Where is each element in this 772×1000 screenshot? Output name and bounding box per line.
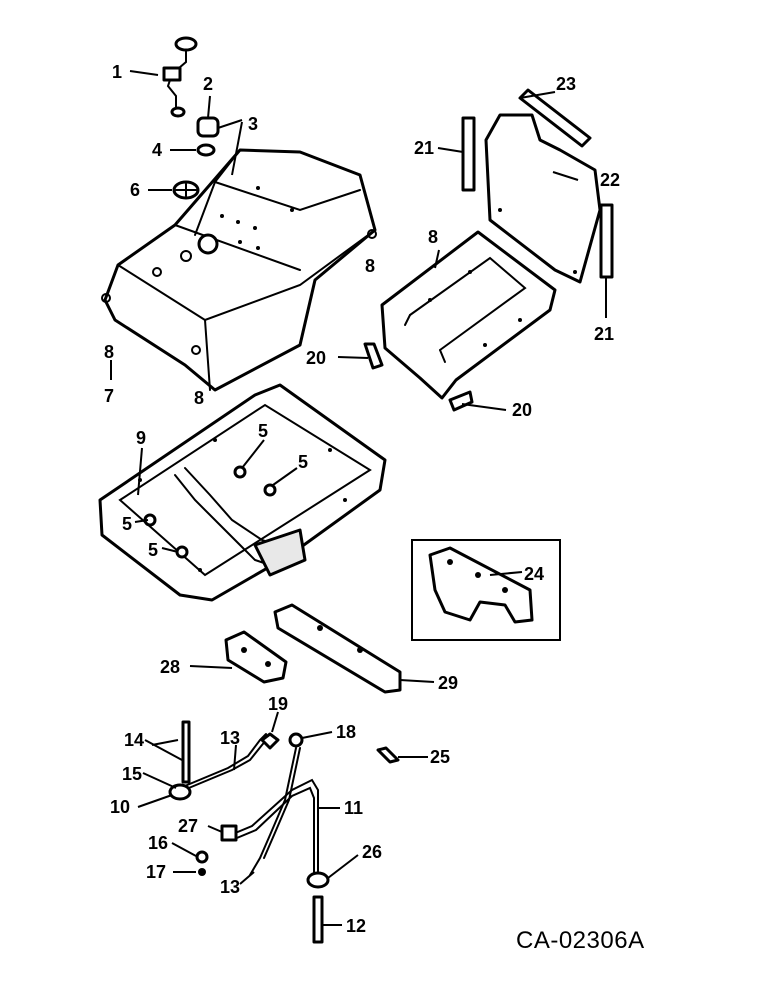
callout-5d: 5 [148,540,158,560]
callout-13b: 13 [220,877,240,897]
callout-15: 15 [122,764,142,784]
reference-code: CA-02306A [516,927,645,954]
inset-box [411,539,561,641]
callout-26: 26 [362,842,382,862]
callout-5a: 5 [258,421,268,441]
callout-22: 22 [600,170,620,190]
callout-5c: 5 [122,514,132,534]
callout-21a: 21 [414,138,434,158]
callout-8a: 8 [104,342,114,362]
tank-support-tray [98,383,387,602]
callout-4: 4 [152,140,162,160]
support-beam-29 [273,603,402,694]
callout-5b: 5 [298,452,308,472]
callout-7: 7 [104,386,114,406]
callout-20a: 20 [306,348,326,368]
tube-21-right [599,203,614,279]
gasket-ring [196,143,216,157]
tube-23 [518,88,592,148]
mounting-plate [380,230,557,400]
bracket-24 [428,546,534,624]
vent-cap [172,180,200,200]
callout-12: 12 [346,916,366,936]
callout-16: 16 [148,833,168,853]
tube-21-left [461,116,476,192]
callout-18: 18 [336,722,356,742]
callout-29: 29 [438,673,458,693]
callout-19: 19 [268,694,288,714]
callout-9: 9 [136,428,146,448]
callout-20b: 20 [512,400,532,420]
fuel-sender-assembly [162,36,198,118]
leader-lines [110,70,607,926]
callout-2: 2 [203,74,213,94]
callout-10: 10 [110,797,130,817]
callout-25: 25 [430,747,450,767]
callout-8b: 8 [194,388,204,408]
callout-27: 27 [178,816,198,836]
callout-24: 24 [524,564,544,584]
callout-6: 6 [130,180,140,200]
support-block-28 [224,630,288,684]
callout-11: 11 [344,798,363,818]
callout-21b: 21 [594,324,614,344]
callout-23: 23 [556,74,576,94]
callout-1: 1 [112,62,122,82]
callout-8d: 8 [428,227,438,247]
fuel-tank [101,148,377,392]
fuel-line-assembly [168,720,400,944]
callout-13a: 13 [220,728,240,748]
callout-17: 17 [146,862,166,882]
callout-14: 14 [124,730,144,750]
clip-20-upper [363,342,384,370]
callout-8c: 8 [365,256,375,276]
callout-3: 3 [248,114,258,134]
callout-labels: 1 2 3 4 5 5 5 5 6 7 8 8 8 8 9 10 11 12 1… [104,62,620,936]
callout-28: 28 [160,657,180,677]
fuel-cap [196,116,220,138]
clip-20-lower [448,390,474,412]
